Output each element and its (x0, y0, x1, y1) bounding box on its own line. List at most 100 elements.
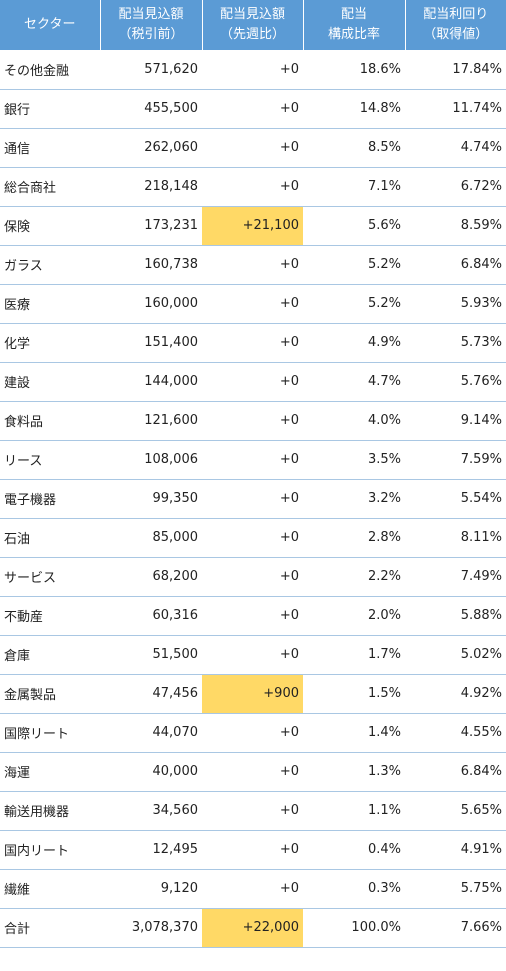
cell-amount: 44,070 (100, 713, 202, 753)
cell-amount: 218,148 (100, 167, 202, 207)
cell-sector: 不動産 (0, 596, 100, 636)
header-change-line2: （先週比） (219, 27, 285, 42)
cell-change: +0 (202, 167, 303, 207)
cell-change: +0 (202, 440, 303, 480)
cell-ratio: 3.2% (303, 479, 405, 519)
cell-yield: 7.66% (405, 908, 506, 948)
cell-ratio: 3.5% (303, 440, 405, 480)
cell-amount: 47,456 (100, 674, 202, 714)
cell-change: +0 (202, 89, 303, 129)
cell-sector: 食料品 (0, 401, 100, 441)
header-ratio-line1: 配当 (340, 7, 367, 22)
cell-amount: 12,495 (100, 830, 202, 870)
cell-amount: 3,078,370 (100, 908, 202, 948)
cell-ratio: 14.8% (303, 89, 405, 129)
cell-ratio: 100.0% (303, 908, 405, 948)
cell-sector: 銀行 (0, 89, 100, 129)
cell-yield: 8.11% (405, 518, 506, 558)
cell-sector: 倉庫 (0, 635, 100, 675)
cell-sector: 輸送用機器 (0, 791, 100, 831)
cell-yield: 7.49% (405, 557, 506, 597)
cell-yield: 4.74% (405, 128, 506, 168)
cell-yield: 5.02% (405, 635, 506, 675)
header-yield: 配当利回り （取得値） (405, 0, 506, 50)
cell-yield: 6.72% (405, 167, 506, 207)
cell-yield: 4.91% (405, 830, 506, 870)
cell-amount: 262,060 (100, 128, 202, 168)
cell-yield: 5.93% (405, 284, 506, 324)
cell-amount: 160,000 (100, 284, 202, 324)
table-header: セクター 配当見込額 （税引前） 配当見込額 （先週比） 配当 構成比率 配当利… (0, 0, 506, 50)
cell-amount: 151,400 (100, 323, 202, 363)
cell-change: +0 (202, 479, 303, 519)
cell-ratio: 8.5% (303, 128, 405, 168)
cell-amount: 160,738 (100, 245, 202, 285)
cell-ratio: 1.3% (303, 752, 405, 792)
cell-yield: 5.76% (405, 362, 506, 402)
header-amount: 配当見込額 （税引前） (100, 0, 203, 50)
cell-change: +0 (202, 869, 303, 909)
cell-amount: 108,006 (100, 440, 202, 480)
cell-amount: 121,600 (100, 401, 202, 441)
cell-change: +0 (202, 791, 303, 831)
cell-change: +0 (202, 323, 303, 363)
cell-change: +0 (202, 518, 303, 558)
header-amount-line2: （税引前） (118, 27, 184, 42)
header-yield-line1: 配当利回り (423, 7, 489, 22)
cell-change: +0 (202, 128, 303, 168)
header-amount-line1: 配当見込額 (118, 7, 184, 22)
cell-ratio: 1.4% (303, 713, 405, 753)
cell-ratio: 1.1% (303, 791, 405, 831)
dividend-sector-table: セクター 配当見込額 （税引前） 配当見込額 （先週比） 配当 構成比率 配当利… (0, 0, 506, 948)
header-sector: セクター (0, 0, 101, 50)
cell-ratio: 4.9% (303, 323, 405, 363)
cell-sector: 通信 (0, 128, 100, 168)
cell-amount: 9,120 (100, 869, 202, 909)
cell-sector: 石油 (0, 518, 100, 558)
cell-amount: 60,316 (100, 596, 202, 636)
cell-ratio: 4.0% (303, 401, 405, 441)
cell-yield: 4.92% (405, 674, 506, 714)
header-row: セクター 配当見込額 （税引前） 配当見込額 （先週比） 配当 構成比率 配当利… (0, 0, 506, 50)
cell-sector: 電子機器 (0, 479, 100, 519)
cell-sector: 合計 (0, 908, 100, 948)
cell-ratio: 1.5% (303, 674, 405, 714)
cell-amount: 173,231 (100, 206, 202, 246)
cell-change: +900 (202, 674, 303, 714)
header-sector-label: セクター (24, 17, 76, 32)
cell-yield: 11.74% (405, 89, 506, 129)
cell-sector: サービス (0, 557, 100, 597)
cell-yield: 5.54% (405, 479, 506, 519)
cell-yield: 8.59% (405, 206, 506, 246)
cell-yield: 5.75% (405, 869, 506, 909)
cell-yield: 7.59% (405, 440, 506, 480)
header-ratio-line2: 構成比率 (327, 27, 380, 42)
cell-sector: 国際リート (0, 713, 100, 753)
cell-amount: 455,500 (100, 89, 202, 129)
cell-yield: 9.14% (405, 401, 506, 441)
cell-sector: 海運 (0, 752, 100, 792)
cell-yield: 4.55% (405, 713, 506, 753)
cell-sector: 化学 (0, 323, 100, 363)
cell-sector: 建設 (0, 362, 100, 402)
cell-change: +0 (202, 362, 303, 402)
cell-ratio: 1.7% (303, 635, 405, 675)
cell-yield: 6.84% (405, 752, 506, 792)
cell-sector: ガラス (0, 245, 100, 285)
cell-sector: 国内リート (0, 830, 100, 870)
cell-yield: 6.84% (405, 245, 506, 285)
cell-ratio: 5.2% (303, 284, 405, 324)
cell-amount: 571,620 (100, 50, 202, 90)
cell-ratio: 5.2% (303, 245, 405, 285)
cell-sector: 医療 (0, 284, 100, 324)
